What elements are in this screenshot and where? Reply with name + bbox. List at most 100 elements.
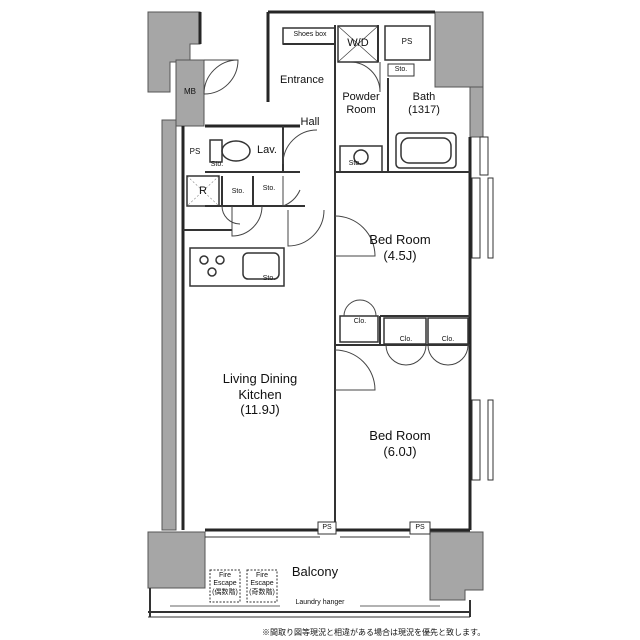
label-ps-top: PS xyxy=(401,37,413,46)
powder-vanity xyxy=(339,145,383,173)
door-hall-to-bath xyxy=(349,61,381,93)
label-fire-escape-1: Fire Escape (偶数階) xyxy=(208,572,242,597)
label-bedroom-1: Bed Room (4.5J) xyxy=(345,232,455,263)
label-bath: Bath (1317) xyxy=(396,91,452,117)
label-fire-escape-2-l3: (奇数階) xyxy=(249,588,275,596)
column-right-wall xyxy=(469,86,484,138)
label-bedroom-2-size: (6.0J) xyxy=(383,443,417,459)
label-bath-name: Bath xyxy=(412,91,436,103)
label-r: R xyxy=(199,185,207,197)
label-shoes-box: Shoes box xyxy=(293,31,327,38)
door-entrance xyxy=(203,59,239,95)
powder-sink xyxy=(353,149,369,165)
label-hall: Hall xyxy=(300,116,320,128)
label-sto-1: Sto. xyxy=(231,188,245,195)
label-bedroom-2-name: Bed Room xyxy=(369,428,431,443)
label-bedroom-2: Bed Room (6.0J) xyxy=(345,428,455,459)
column-bottom-right xyxy=(429,531,484,601)
stove-burner-3 xyxy=(207,267,217,277)
label-powder-line2: Room xyxy=(346,104,376,117)
label-sto-powder: Sto. xyxy=(348,160,362,167)
door-lav xyxy=(282,129,318,165)
window-bath xyxy=(479,136,489,176)
fire-escape-hatch-1 xyxy=(209,569,241,603)
door-sto xyxy=(221,205,241,225)
door-swings xyxy=(203,59,469,391)
label-powder-room: Powder Room xyxy=(336,91,386,117)
label-sto-bath: Sto. xyxy=(394,66,408,73)
r-diag-2 xyxy=(186,175,220,207)
door-closet-bed2-a xyxy=(385,344,407,366)
label-bedroom-1-size: (4.5J) xyxy=(383,247,417,263)
shoes-box xyxy=(282,27,336,45)
label-clo-bed2-b: Clo. xyxy=(441,336,455,343)
structural-elements xyxy=(147,11,484,601)
fixtures xyxy=(186,25,469,345)
label-laundry-hanger: Laundry hanger xyxy=(280,599,360,608)
column-bottom-left xyxy=(147,531,206,589)
label-fire-escape-2-l2: Escape xyxy=(250,580,274,588)
label-clo-bed2-a: Clo. xyxy=(399,336,413,343)
window-bed1 xyxy=(471,177,481,259)
window-bed1-outer xyxy=(487,177,494,259)
label-ldk-line2: Kitchen xyxy=(238,386,282,402)
label-wd: W/D xyxy=(347,37,369,49)
closet-bed1 xyxy=(339,315,379,343)
kitchen-counter xyxy=(189,247,285,287)
door-bed1 xyxy=(334,215,376,257)
bath-tub xyxy=(395,132,457,169)
wd-area xyxy=(337,25,379,63)
stove-burner-2 xyxy=(215,255,225,265)
label-ldk-line1: Living Dining xyxy=(222,371,298,386)
label-lav: Lav. xyxy=(257,144,277,156)
label-balcony: Balcony xyxy=(291,564,339,579)
label-fire-escape-1-l1: Fire xyxy=(218,572,232,579)
label-fire-escape-2-l1: Fire xyxy=(255,572,269,579)
stove-burner-1 xyxy=(199,255,209,265)
door-closet-bed1-a xyxy=(343,299,361,317)
door-hall-sto xyxy=(282,176,301,207)
label-fire-escape-1-l2: Escape xyxy=(213,580,237,588)
ps-box-balcony-2 xyxy=(409,521,431,535)
door-bed2 xyxy=(334,349,376,391)
label-bath-size: (1317) xyxy=(408,104,440,117)
label-sto-lav: Sto. xyxy=(210,161,224,168)
bath-tub-inner xyxy=(400,137,452,164)
sto-bath-box xyxy=(387,63,415,77)
door-entrance-arc xyxy=(203,59,239,95)
label-fire-escape-2: Fire Escape (奇数階) xyxy=(245,572,279,597)
window-bed2-outer xyxy=(487,399,494,481)
footnote: ※間取り図等現況と相違がある場合は現況を優先と致します。 xyxy=(262,628,486,637)
r-box xyxy=(186,175,220,207)
window-bed2 xyxy=(471,399,481,481)
wd-diag-2 xyxy=(337,25,379,63)
windows xyxy=(471,136,494,481)
door-closet-bed2-d xyxy=(427,344,449,366)
label-ldk-size: (11.9J) xyxy=(240,402,280,418)
closet-bed2-a xyxy=(383,317,427,345)
label-fire-escape-1-l3: (偶数階) xyxy=(212,588,238,596)
ps-boxes xyxy=(317,63,431,535)
toilet-bowl xyxy=(221,140,251,162)
label-living-dining-kitchen: Living Dining Kitchen (11.9J) xyxy=(205,371,315,418)
ps-top-box xyxy=(384,25,431,61)
label-ps-lav: PS xyxy=(189,147,201,156)
door-closet-bed2-b xyxy=(447,344,469,366)
toilet-tank xyxy=(209,139,223,163)
label-powder-line1: Powder xyxy=(342,91,380,103)
door-ldk xyxy=(231,205,263,237)
door-closet-bed2-c xyxy=(405,344,427,366)
door-closet-bed1-b xyxy=(359,299,377,317)
ps-box-balcony-1 xyxy=(317,521,337,535)
closet-bed2-b xyxy=(427,317,469,345)
label-entrance: Entrance xyxy=(279,74,325,86)
column-left-wall xyxy=(161,119,177,531)
label-ps-balcony-2: PS xyxy=(415,524,425,531)
label-sto-kitchen: Sto. xyxy=(262,275,276,282)
column-top-right-shaft xyxy=(434,11,484,88)
label-sto-2: Sto. xyxy=(262,185,276,192)
label-mb: MB xyxy=(184,87,196,96)
fire-escape-hatch-2 xyxy=(246,569,278,603)
label-clo-bed1: Clo. xyxy=(353,318,367,325)
